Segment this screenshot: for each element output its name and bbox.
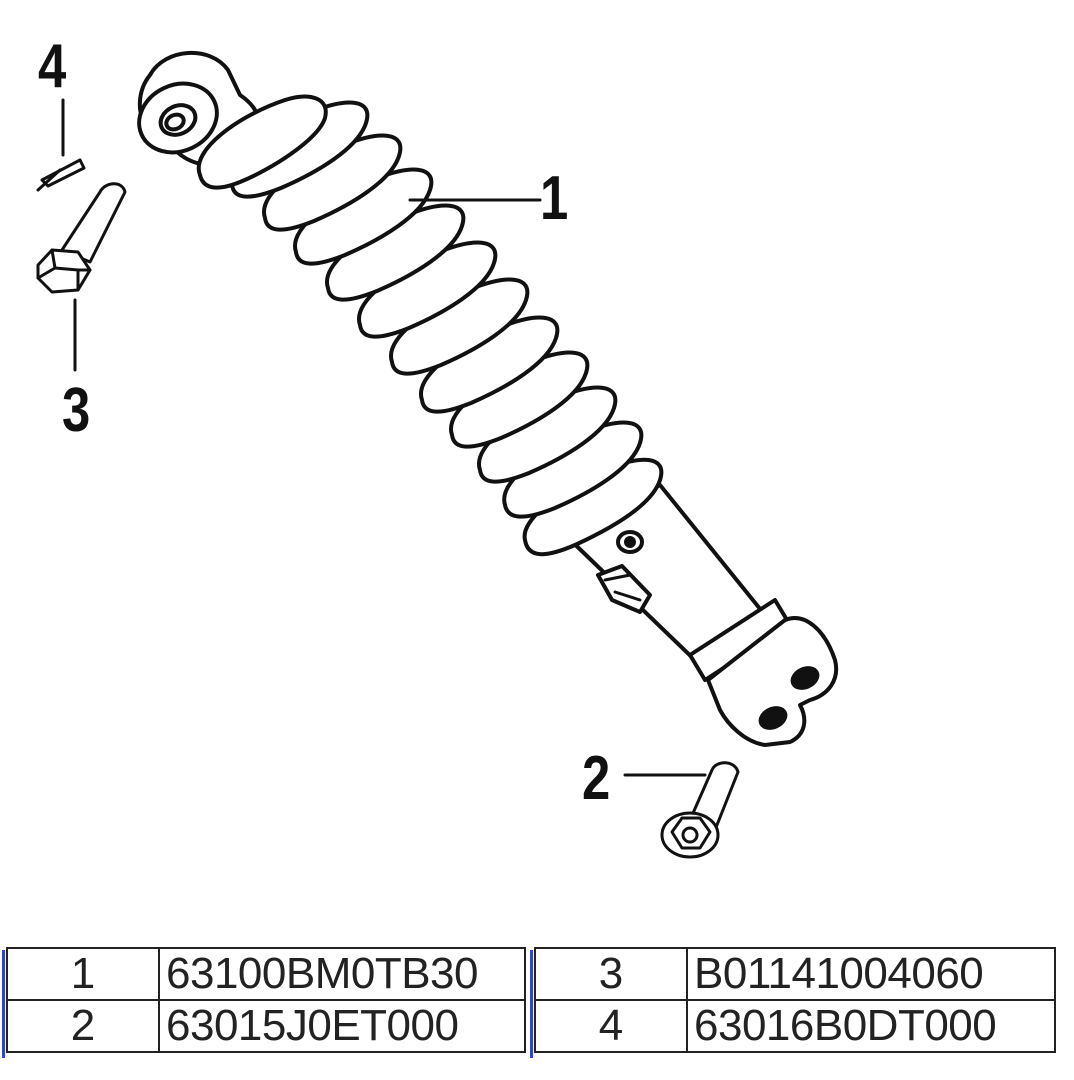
part-code: 63016B0DT000 [686,999,1056,1053]
part-number: 3 [534,947,688,1001]
table-left-accent [2,950,5,1058]
table-right-accent [530,950,533,1058]
part-number: 2 [6,999,160,1053]
coil-spring [196,94,664,557]
bolt-part-2 [660,761,740,859]
shock-absorber-diagram [36,50,839,859]
part-number: 4 [534,999,688,1053]
parts-table-right: 3 B01141004060 4 63016B0DT000 [534,947,1056,1053]
part-number: 1 [6,947,160,1001]
bolt-part-3 [36,182,127,294]
clip-part-4 [36,158,86,192]
callout-2: 2 [582,744,611,813]
shock-absorber [137,50,839,747]
callout-1: 1 [540,164,569,233]
table-row: 2 63015J0ET000 [6,999,526,1053]
table-row: 1 63100BM0TB30 [6,947,526,1001]
callout-3: 3 [62,376,91,445]
callout-4: 4 [38,32,67,101]
table-row: 3 B01141004060 [534,947,1056,1001]
part-code: B01141004060 [686,947,1056,1001]
bottom-clevis [706,616,839,747]
part-code: 63100BM0TB30 [158,947,526,1001]
table-row: 4 63016B0DT000 [534,999,1056,1053]
part-code: 63015J0ET000 [158,999,526,1053]
parts-table-left: 1 63100BM0TB30 2 63015J0ET000 [6,947,526,1053]
